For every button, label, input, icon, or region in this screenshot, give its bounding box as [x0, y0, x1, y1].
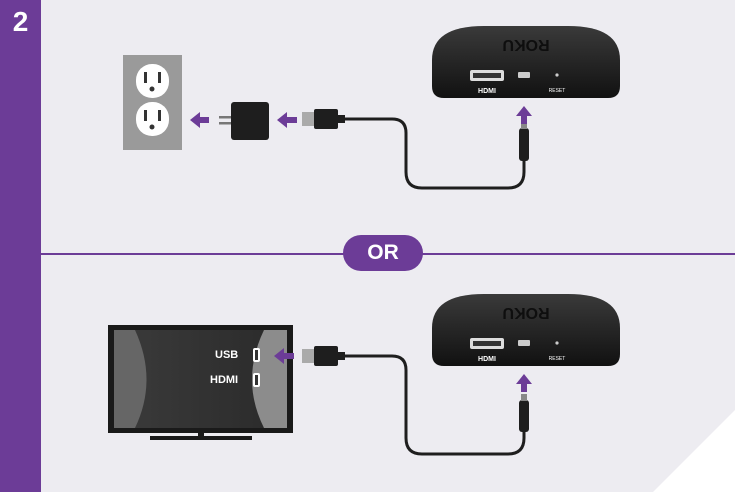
roku-logo: ROKU: [502, 304, 549, 321]
arrow-up-icon: [516, 374, 532, 392]
tv-hdmi-label: HDMI: [210, 374, 239, 386]
roku-logo: ROKU: [502, 36, 549, 53]
power-outlet-icon: [123, 55, 182, 150]
power-adapter-icon: [219, 102, 269, 140]
device-hdmi-label: HDMI: [478, 88, 496, 95]
usb-cable-icon: [302, 109, 529, 190]
usb-cable-icon: [302, 346, 529, 456]
arrow-left-icon: [277, 112, 297, 128]
tv-usb-label: USB: [215, 349, 239, 361]
arrow-left-icon: [190, 112, 209, 128]
arrow-up-icon: [516, 106, 532, 124]
streaming-stick-icon: [432, 294, 620, 366]
step-number: 2: [12, 6, 29, 37]
or-divider-label: OR: [343, 235, 423, 271]
arrow-left-icon: [274, 348, 294, 364]
streaming-stick-icon: [432, 26, 620, 98]
step-sidebar: 2: [0, 0, 41, 492]
tv-icon: [108, 325, 293, 440]
device-reset-label: RESET: [549, 88, 566, 94]
device-reset-label: RESET: [549, 356, 566, 362]
device-hdmi-label: HDMI: [478, 356, 496, 363]
